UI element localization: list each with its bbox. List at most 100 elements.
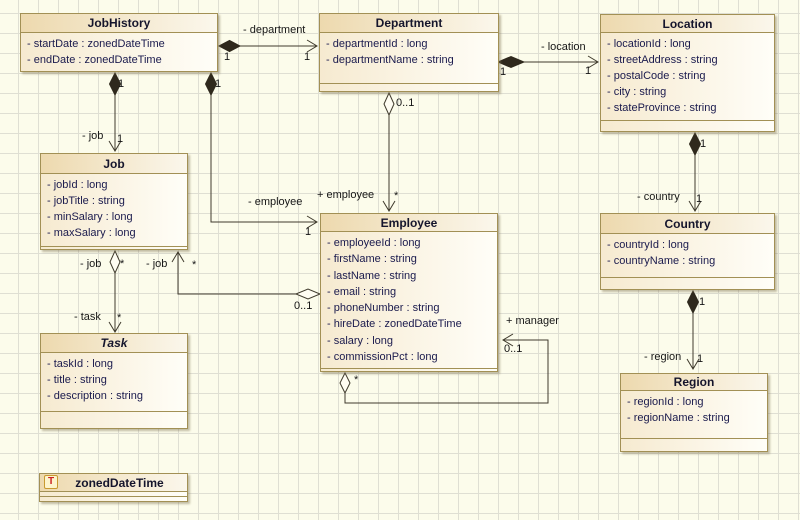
attribute[interactable]: - hireDate : zonedDateTime (327, 318, 462, 331)
attribute[interactable]: - taskId : long (47, 358, 114, 370)
role-department[interactable]: - department (243, 24, 306, 36)
role-region[interactable]: - region (644, 351, 682, 363)
attribute[interactable]: - firstName : string (327, 253, 417, 266)
role-country[interactable]: - country (637, 191, 680, 203)
class-name-label: Employee (380, 215, 438, 230)
mult-department-employee-source[interactable]: 0..1 (396, 97, 415, 109)
mult-employee-manager-target[interactable]: 0..1 (504, 343, 523, 355)
attributes-compartment: - employeeId : long - firstName : string… (321, 232, 497, 368)
class-job[interactable]: Job - jobId : long - jobTitle : string -… (40, 153, 188, 250)
class-title-task[interactable]: Task (41, 334, 187, 353)
role-job-from-task[interactable]: - job (80, 258, 102, 270)
mult-country-region-target[interactable]: 1 (697, 353, 704, 365)
datatype-title[interactable]: T zonedDateTime (40, 474, 187, 492)
attributes-compartment: - departmentId : long - departmentName :… (320, 33, 498, 83)
attribute[interactable]: - description : string (47, 390, 143, 402)
mult-job-task-target[interactable]: * (117, 312, 122, 324)
class-name-label: Location (662, 16, 713, 31)
mult-employee-job-target[interactable]: * (192, 259, 197, 271)
attribute[interactable]: - employeeId : long (327, 237, 421, 249)
class-department[interactable]: Department - departmentId : long - depar… (319, 13, 499, 92)
attribute[interactable]: - stateProvince : string (607, 102, 717, 114)
class-title-department[interactable]: Department (320, 14, 498, 33)
class-task[interactable]: Task - taskId : long - title : string - … (40, 333, 188, 429)
attribute[interactable]: - title : string (47, 374, 107, 386)
mult-country-region-source[interactable]: 1 (699, 296, 706, 308)
edge-job-task[interactable] (108, 249, 122, 333)
edge-employee-manager[interactable] (339, 333, 549, 404)
operations-compartment (41, 246, 187, 249)
operations-compartment (601, 120, 774, 131)
class-title-location[interactable]: Location (601, 15, 774, 33)
mult-jobhistory-employee-target[interactable]: 1 (305, 226, 312, 238)
mult-employee-job-source[interactable]: 0..1 (294, 300, 313, 312)
class-employee[interactable]: Employee - employeeId : long - firstName… (320, 213, 498, 372)
mult-location-country-source[interactable]: 1 (700, 138, 707, 150)
attribute[interactable]: - regionId : long (627, 396, 704, 408)
role-job-from-jobhistory[interactable]: - job (82, 130, 104, 142)
datatype-zoneddatetime[interactable]: T zonedDateTime (39, 473, 188, 502)
role-location[interactable]: - location (541, 41, 586, 53)
edge-department-employee[interactable] (382, 91, 396, 212)
class-jobhistory[interactable]: JobHistory - startDate : zonedDateTime -… (20, 13, 218, 72)
attribute[interactable]: - regionName : string (627, 412, 730, 424)
attribute[interactable]: - countryId : long (607, 239, 689, 251)
class-name-label: zonedDateTime (75, 475, 164, 490)
edge-location-country[interactable] (688, 131, 702, 212)
attribute[interactable]: - email : string (327, 285, 397, 298)
attribute[interactable]: - postalCode : string (607, 70, 706, 82)
edge-country-region[interactable] (686, 289, 700, 370)
class-country[interactable]: Country - countryId : long - countryName… (600, 213, 775, 290)
attribute[interactable]: - commissionPct : long (327, 351, 438, 364)
class-title-job[interactable]: Job (41, 154, 187, 174)
attribute[interactable]: - departmentName : string (326, 54, 454, 66)
mult-employee-manager-source[interactable]: * (354, 374, 359, 386)
edge-jobhistory-employee[interactable] (204, 71, 318, 229)
attribute[interactable]: - phoneNumber : string (327, 302, 440, 315)
attribute[interactable]: - minSalary : long (47, 211, 133, 223)
attribute[interactable]: - endDate : zonedDateTime (27, 54, 162, 66)
mult-jobhistory-department-source[interactable]: 1 (224, 51, 231, 63)
attribute[interactable]: - city : string (607, 86, 667, 98)
mult-department-location-target[interactable]: 1 (585, 65, 592, 77)
edge-department-location[interactable] (496, 55, 599, 69)
attribute[interactable]: - salary : long (327, 334, 394, 347)
class-name-label: JobHistory (87, 16, 151, 30)
attribute[interactable]: - departmentId : long (326, 38, 428, 50)
class-name-label: Region (673, 375, 715, 389)
role-employee-from-department[interactable]: + employee (317, 189, 375, 201)
attribute[interactable]: - maxSalary : long (47, 227, 136, 239)
class-region[interactable]: Region - regionId : long - regionName : … (620, 373, 768, 452)
mult-jobhistory-job-source[interactable]: 1 (118, 78, 125, 90)
attribute[interactable]: - lastName : string (327, 269, 417, 282)
role-task-from-job[interactable]: - task (74, 311, 101, 323)
attribute[interactable]: - jobId : long (47, 179, 108, 191)
edge-jobhistory-department[interactable] (217, 39, 318, 53)
mult-location-country-target[interactable]: 1 (696, 193, 703, 205)
class-title-jobhistory[interactable]: JobHistory (21, 14, 217, 33)
attributes-compartment: - jobId : long - jobTitle : string - min… (41, 174, 187, 246)
mult-jobhistory-department-target[interactable]: 1 (304, 51, 311, 63)
class-location[interactable]: Location - locationId : long - streetAdd… (600, 14, 775, 132)
class-name-label: Department (375, 16, 443, 30)
attribute[interactable]: - countryName : string (607, 255, 716, 267)
attribute[interactable]: - streetAddress : string (607, 54, 718, 66)
operations-compartment (321, 368, 497, 371)
edge-jobhistory-job[interactable] (108, 71, 122, 152)
class-title-country[interactable]: Country (601, 214, 774, 234)
role-job-from-employee[interactable]: - job (146, 258, 168, 270)
attribute[interactable]: - startDate : zonedDateTime (27, 38, 165, 50)
attribute[interactable]: - locationId : long (607, 38, 691, 50)
mult-job-task-source[interactable]: * (120, 258, 125, 270)
mult-jobhistory-employee-source[interactable]: 1 (215, 78, 222, 90)
operations-compartment (601, 277, 774, 289)
role-employee-from-jobhistory[interactable]: - employee (248, 196, 303, 208)
mult-department-location-source[interactable]: 1 (500, 66, 507, 78)
attribute[interactable]: - jobTitle : string (47, 195, 125, 207)
mult-department-employee-target[interactable]: * (394, 190, 399, 202)
role-manager[interactable]: + manager (506, 315, 559, 327)
class-title-employee[interactable]: Employee (321, 214, 497, 232)
mult-jobhistory-job-target[interactable]: 1 (117, 133, 124, 145)
class-title-region[interactable]: Region (621, 374, 767, 391)
